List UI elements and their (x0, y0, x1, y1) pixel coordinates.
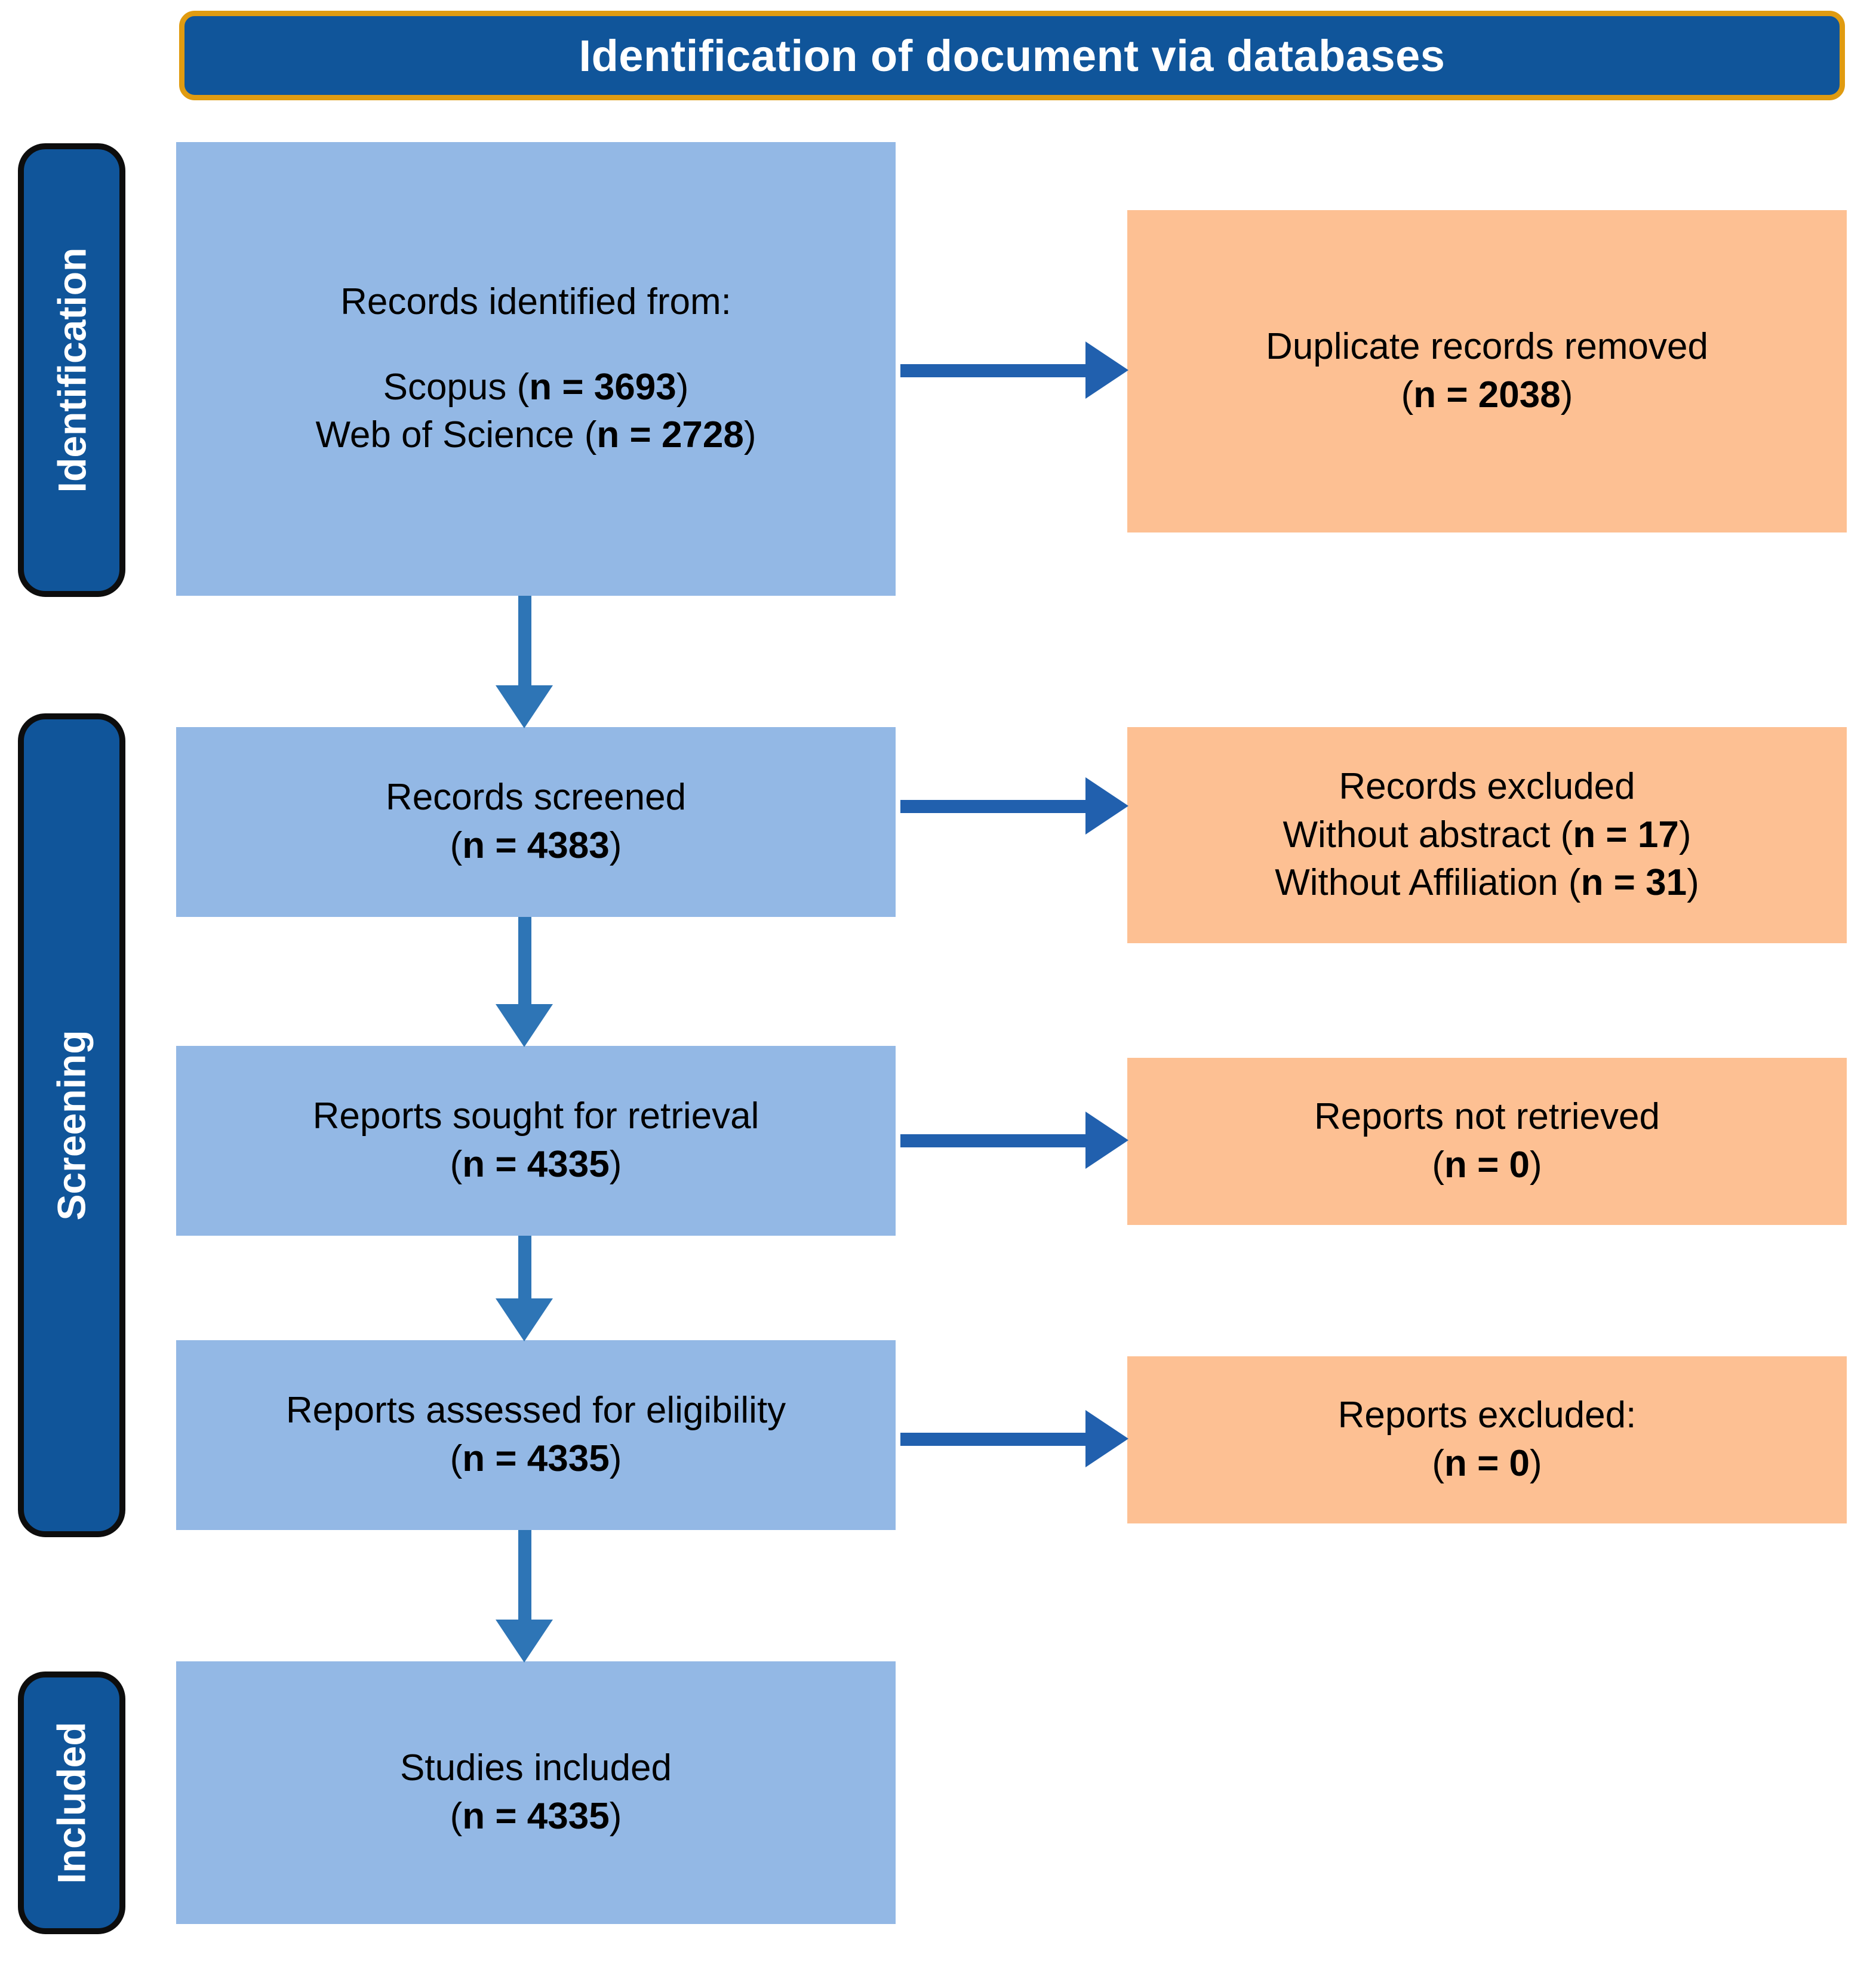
arrow-shaft (518, 1530, 531, 1620)
records-excluded-heading: Records excluded (1339, 766, 1635, 808)
reports-sought-heading: Reports sought for retrieval (312, 1095, 759, 1137)
records-screened-count: (n = 4383) (450, 825, 622, 866)
reports-excluded-count: (n = 0) (1432, 1443, 1542, 1484)
not-retrieved-count: (n = 0) (1432, 1144, 1542, 1186)
arrow-head-right-icon (1085, 1112, 1128, 1169)
arrow-shaft (518, 1236, 531, 1298)
stage-bar-screening: Screening (18, 713, 125, 1537)
box-reports-excluded: Reports excluded: (n = 0) (1127, 1356, 1847, 1523)
reports-excluded-heading: Reports excluded: (1337, 1395, 1637, 1436)
not-retrieved-heading: Reports not retrieved (1314, 1096, 1660, 1138)
stage-label-identification: Identification (50, 247, 94, 493)
arrow-right-screened-to-records-excluded (900, 777, 1128, 835)
arrow-right-sought-to-not-retrieved (900, 1112, 1128, 1169)
arrow-shaft (900, 1134, 1085, 1147)
records-screened-heading: Records screened (385, 777, 687, 818)
box-duplicate-records-removed: Duplicate records removed (n = 2038) (1127, 210, 1847, 532)
arrow-down-sought-to-assessed (496, 1236, 553, 1341)
arrow-down-screened-to-sought (496, 917, 553, 1047)
arrow-head-right-icon (1085, 777, 1128, 835)
box-reports-sought: Reports sought for retrieval (n = 4335) (176, 1046, 896, 1236)
arrow-shaft (518, 917, 531, 1004)
duplicates-heading: Duplicate records removed (1266, 326, 1708, 368)
arrow-head-right-icon (1085, 341, 1128, 399)
duplicates-count: (n = 2038) (1401, 374, 1573, 415)
stage-bar-included: Included (18, 1672, 125, 1934)
studies-included-heading: Studies included (400, 1747, 672, 1789)
reports-sought-count: (n = 4335) (450, 1144, 622, 1185)
arrow-head-down-icon (496, 1620, 553, 1663)
records-excluded-without-abstract: Without abstract (n = 17) (1283, 814, 1692, 855)
box-records-excluded: Records excluded Without abstract (n = 1… (1127, 727, 1847, 943)
arrow-shaft (900, 364, 1085, 377)
studies-included-count: (n = 4335) (450, 1796, 622, 1837)
arrow-right-assessed-to-reports-excluded (900, 1410, 1128, 1467)
box-records-screened: Records screened (n = 4383) (176, 727, 896, 917)
arrow-down-identified-to-screened (496, 596, 553, 728)
arrow-down-assessed-to-included (496, 1530, 553, 1663)
arrow-right-identified-to-duplicates (900, 341, 1128, 399)
arrow-head-down-icon (496, 1004, 553, 1047)
arrow-shaft (900, 800, 1085, 813)
records-identified-scopus: Scopus (n = 3693) (383, 366, 689, 408)
records-excluded-without-affiliation: Without Affiliation (n = 31) (1275, 862, 1699, 904)
arrow-head-right-icon (1085, 1410, 1128, 1467)
page-title: Identification of document via databases (579, 30, 1446, 81)
header-banner: Identification of document via databases (179, 11, 1845, 100)
records-identified-wos: Web of Science (n = 2728) (315, 414, 756, 456)
arrow-head-down-icon (496, 1298, 553, 1341)
arrow-head-down-icon (496, 685, 553, 728)
stage-label-screening: Screening (50, 1030, 94, 1221)
records-identified-heading: Records identified from: (340, 281, 731, 323)
arrow-shaft (518, 596, 531, 685)
stage-bar-identification: Identification (18, 143, 125, 597)
box-studies-included: Studies included (n = 4335) (176, 1661, 896, 1924)
box-reports-assessed: Reports assessed for eligibility (n = 43… (176, 1340, 896, 1530)
stage-label-included: Included (50, 1722, 94, 1884)
box-records-identified: Records identified from: Scopus (n = 369… (176, 142, 896, 596)
reports-assessed-count: (n = 4335) (450, 1438, 622, 1479)
reports-assessed-heading: Reports assessed for eligibility (285, 1390, 786, 1432)
box-reports-not-retrieved: Reports not retrieved (n = 0) (1127, 1058, 1847, 1225)
arrow-shaft (900, 1433, 1085, 1446)
